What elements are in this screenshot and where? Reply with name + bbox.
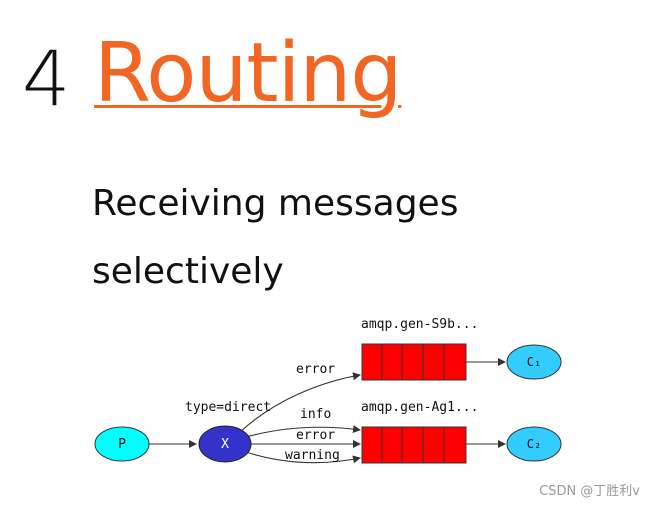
edge-x-to-q1-error [239, 372, 361, 433]
consumer2-node [506, 426, 562, 462]
exchange-label: X [221, 437, 229, 452]
producer-label: P [118, 437, 126, 452]
subtitle: Receiving messages selectively [92, 170, 612, 306]
binding-label-q2-error: error [296, 428, 335, 443]
binding-label-q1-error: error [296, 362, 335, 377]
consumer2-label: C₂ [527, 437, 541, 451]
consumer1-label: C₁ [527, 355, 541, 369]
queue2-name: amqp.gen-Ag1... [361, 400, 478, 415]
subtitle-line-1: Receiving messages [92, 183, 459, 224]
edge-x-to-q2-info [245, 425, 361, 438]
queue1-name: amqp.gen-S9b... [361, 317, 478, 332]
section-number: 4 [22, 34, 71, 123]
queue1-node [361, 343, 467, 381]
exchange-type-label: type=direct [185, 400, 271, 415]
subtitle-line-2: selectively [92, 251, 284, 292]
watermark: CSDN @丁胜利v [539, 484, 640, 499]
producer-node [94, 426, 150, 462]
binding-label-q2-warning: warning [285, 448, 340, 463]
binding-label-q2-info: info [300, 407, 331, 422]
consumer1-node [506, 344, 562, 380]
queue2-node [361, 426, 467, 464]
exchange-node [198, 425, 252, 463]
edge-x-to-q2-warning [245, 451, 361, 464]
title-link[interactable]: Routing [94, 26, 402, 121]
